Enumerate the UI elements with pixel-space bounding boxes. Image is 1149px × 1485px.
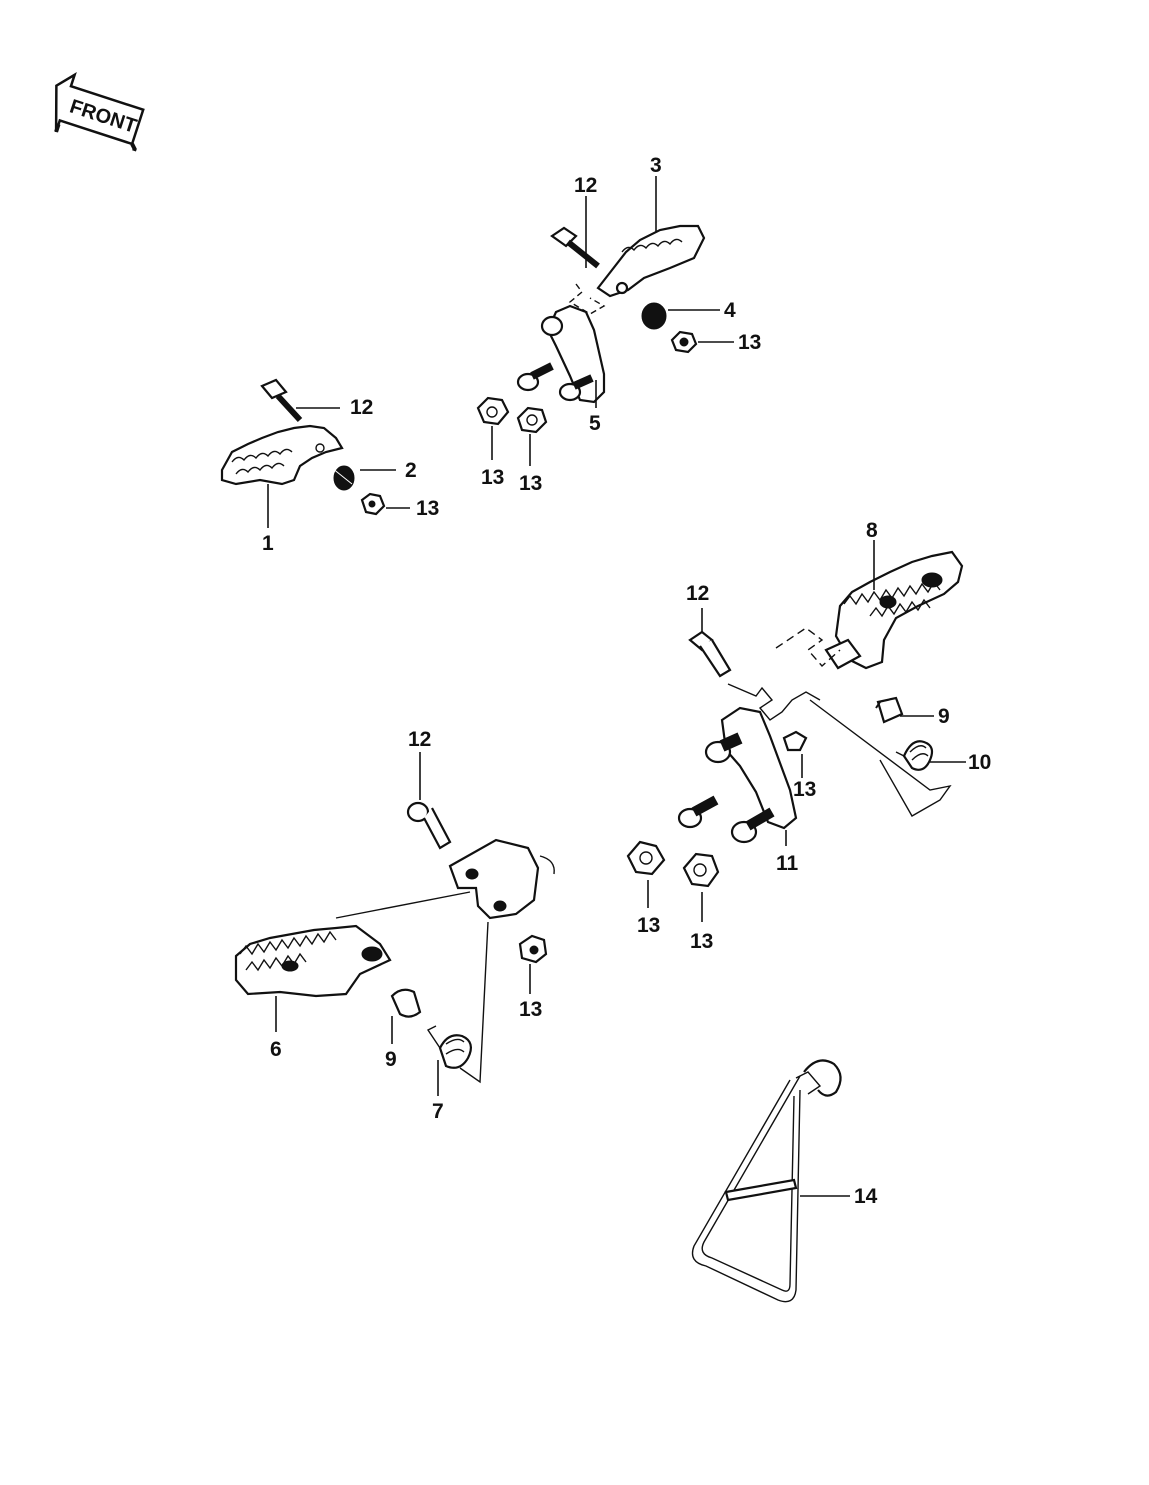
nut-13a xyxy=(360,492,386,516)
stand-14: 14 xyxy=(691,1059,878,1303)
callout-14: 14 xyxy=(854,1185,878,1208)
callout-8: 8 xyxy=(866,519,878,542)
callout-13: 13 xyxy=(738,331,761,354)
footpeg-assembly-8: 12 8 9 10 13 11 13 13 xyxy=(626,519,991,953)
callout-5: 5 xyxy=(589,412,601,435)
callout-11: 11 xyxy=(776,852,799,875)
front-arrow-icon: FRONT xyxy=(54,72,145,152)
nut-13d xyxy=(516,406,548,434)
callout-9: 9 xyxy=(938,705,950,728)
callout-2: 2 xyxy=(405,459,417,482)
bracket-6 xyxy=(448,838,555,920)
callout-13: 13 xyxy=(519,998,542,1021)
bolt-12a xyxy=(260,378,303,423)
footpeg-assembly-1: 12 2 13 1 xyxy=(220,378,439,555)
footpeg-6 xyxy=(234,924,392,998)
nut-13c xyxy=(476,396,510,426)
callout-12: 12 xyxy=(350,396,373,419)
spring-7 xyxy=(426,1025,473,1069)
footpeg-assembly-6: 12 6 9 7 13 xyxy=(234,728,555,1123)
nut-13f xyxy=(626,840,666,876)
callout-7: 7 xyxy=(432,1100,444,1123)
spring-10 xyxy=(895,740,934,771)
callout-12: 12 xyxy=(408,728,431,751)
callout-1: 1 xyxy=(262,532,274,555)
callout-13: 13 xyxy=(519,472,542,495)
callout-10: 10 xyxy=(968,751,991,774)
callout-12: 12 xyxy=(686,582,709,605)
callout-6: 6 xyxy=(270,1038,282,1061)
bolt-12c xyxy=(688,630,732,678)
nut-13b xyxy=(670,330,698,354)
callout-4: 4 xyxy=(724,299,736,322)
bolt-12d xyxy=(406,801,452,850)
nut-13g xyxy=(682,852,720,888)
nut-13h xyxy=(518,934,548,964)
pin-9a xyxy=(390,988,422,1018)
callout-3: 3 xyxy=(650,154,662,177)
bracket-11 xyxy=(677,706,798,844)
callout-9: 9 xyxy=(385,1048,397,1071)
callout-13: 13 xyxy=(637,914,660,937)
callout-13: 13 xyxy=(481,466,504,489)
callout-12: 12 xyxy=(574,174,597,197)
bolt-12b xyxy=(550,226,600,269)
footpeg-assembly-3: 12 3 4 13 5 13 13 xyxy=(476,154,761,495)
footpeg-8 xyxy=(824,550,964,670)
footpeg-1 xyxy=(220,424,344,486)
nut-13e xyxy=(782,730,808,752)
callout-13: 13 xyxy=(416,497,439,520)
callout-13: 13 xyxy=(793,778,816,801)
callout-13: 13 xyxy=(690,930,713,953)
spring-2 xyxy=(331,465,355,491)
footpeg-3 xyxy=(596,224,706,298)
pin-9b xyxy=(875,696,904,724)
bracket-5 xyxy=(516,283,606,404)
spring-4 xyxy=(641,302,667,330)
